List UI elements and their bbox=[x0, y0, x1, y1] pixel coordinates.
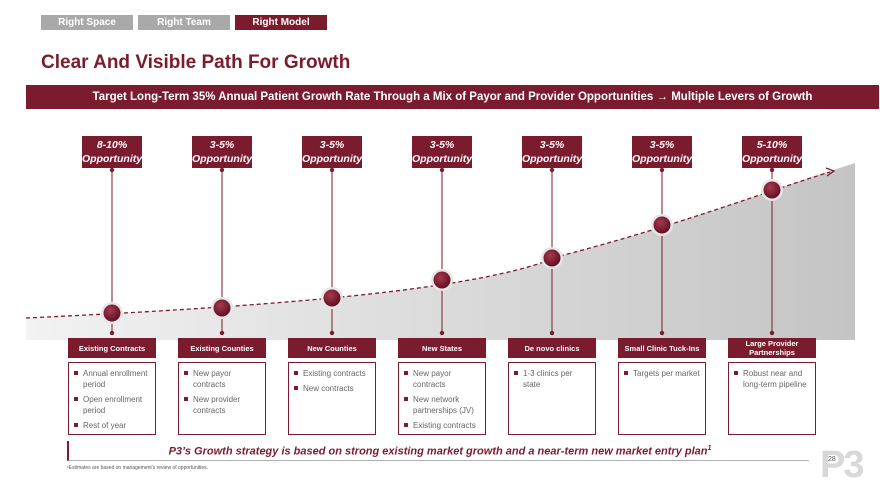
opportunity-label: Opportunity bbox=[302, 153, 363, 165]
opportunity-box: 3-5% Opportunity bbox=[632, 136, 692, 168]
opportunity-percent: 3-5% bbox=[319, 139, 345, 151]
opportunity-box: 3-5% Opportunity bbox=[412, 136, 472, 168]
category-header: New States bbox=[398, 338, 486, 358]
growth-area bbox=[26, 163, 855, 340]
bullet-item: Annual enrollment period bbox=[74, 368, 150, 390]
connector-end-dot bbox=[769, 167, 775, 173]
tab-right-space[interactable]: Right Space bbox=[41, 15, 133, 30]
page-title: Clear And Visible Path For Growth bbox=[41, 52, 351, 73]
connector-end-dot bbox=[439, 330, 445, 336]
bullet-item: New network partnerships (JV) bbox=[404, 394, 480, 416]
bottom-statement: P3’s Growth strategy is based on strong … bbox=[168, 445, 712, 458]
bullet-item: 1-3 clinics per state bbox=[514, 368, 590, 390]
opportunity-label: Opportunity bbox=[192, 153, 253, 165]
connector-end-dot bbox=[549, 330, 555, 336]
bullet-item: New contracts bbox=[294, 383, 370, 394]
opportunity-label: Opportunity bbox=[82, 153, 143, 165]
bottom-divider bbox=[67, 441, 809, 461]
bullet-box: Targets per market bbox=[618, 362, 706, 435]
connector-end-dot bbox=[549, 167, 555, 173]
opportunity-label: Opportunity bbox=[412, 153, 473, 165]
connector-end-dot bbox=[219, 330, 225, 336]
bullet-item: New provider contracts bbox=[184, 394, 260, 416]
milestone-dot bbox=[433, 271, 451, 289]
opportunity-percent: 3-5% bbox=[429, 139, 455, 151]
opportunity-label: Opportunity bbox=[742, 153, 803, 165]
opportunity-box: 3-5% Opportunity bbox=[302, 136, 362, 168]
bullet-item: New payor contracts bbox=[184, 368, 260, 390]
opportunity-label: Opportunity bbox=[522, 153, 583, 165]
opportunity-percent: 5-10% bbox=[756, 139, 788, 151]
category-header: De novo clinics bbox=[508, 338, 596, 358]
connector-end-dot bbox=[329, 330, 335, 336]
milestone-dot bbox=[543, 249, 561, 267]
connector-end-dot bbox=[439, 167, 445, 173]
opportunity-percent: 3-5% bbox=[649, 139, 675, 151]
growth-arrow-head bbox=[825, 167, 836, 177]
bullet-item: Rest of year bbox=[74, 420, 150, 431]
milestone-dot bbox=[103, 304, 121, 322]
bullet-item: Robust near and long-term pipeline bbox=[734, 368, 810, 390]
connector-end-dot bbox=[769, 330, 775, 336]
category-header: Large Provider Partnerships bbox=[728, 338, 816, 358]
opportunity-box: 3-5% Opportunity bbox=[522, 136, 582, 168]
p3-logo: P3 bbox=[820, 444, 865, 486]
tab-right-team[interactable]: Right Team bbox=[138, 15, 230, 30]
footnote: ¹Estimates are based on management's rev… bbox=[67, 465, 209, 471]
opportunity-percent: 3-5% bbox=[209, 139, 235, 151]
category-header: Small Clinic Tuck-Ins bbox=[618, 338, 706, 358]
opportunity-percent: 8-10% bbox=[96, 139, 128, 151]
bullet-box: 1-3 clinics per state bbox=[508, 362, 596, 435]
opportunity-label: Opportunity bbox=[632, 153, 693, 165]
opportunity-percent: 3-5% bbox=[539, 139, 565, 151]
connector-end-dot bbox=[329, 167, 335, 173]
bullet-box: Robust near and long-term pipeline bbox=[728, 362, 816, 435]
connector-end-dot bbox=[659, 330, 665, 336]
tab-bar: Right Space Right Team Right Model bbox=[41, 15, 327, 30]
opportunity-box: 3-5% Opportunity bbox=[192, 136, 252, 168]
connector-end-dot bbox=[109, 167, 115, 173]
milestone-dot bbox=[213, 299, 231, 317]
milestone-dot bbox=[763, 181, 781, 199]
opportunity-box: 5-10% Opportunity bbox=[742, 136, 802, 168]
growth-trend-line bbox=[25, 171, 831, 319]
category-header: New Counties bbox=[288, 338, 376, 358]
bullet-item: Existing contracts bbox=[294, 368, 370, 379]
category-header: Existing Counties bbox=[178, 338, 266, 358]
category-header: Existing Contracts bbox=[68, 338, 156, 358]
milestone-dot bbox=[323, 289, 341, 307]
connector-end-dot bbox=[109, 330, 115, 336]
connector-end-dot bbox=[219, 167, 225, 173]
opportunity-box: 8-10% Opportunity bbox=[82, 136, 142, 168]
milestone-dot bbox=[653, 216, 671, 234]
bullet-item: Open enrollment period bbox=[74, 394, 150, 416]
tab-right-model[interactable]: Right Model bbox=[235, 15, 327, 30]
bullet-item: New payor contracts bbox=[404, 368, 480, 390]
connector-end-dot bbox=[659, 167, 665, 173]
bullet-item: Targets per market bbox=[624, 368, 700, 379]
bullet-item: Existing contracts bbox=[404, 420, 480, 431]
page-number: 28 bbox=[828, 456, 836, 463]
banner: Target Long-Term 35% Annual Patient Grow… bbox=[26, 85, 879, 109]
